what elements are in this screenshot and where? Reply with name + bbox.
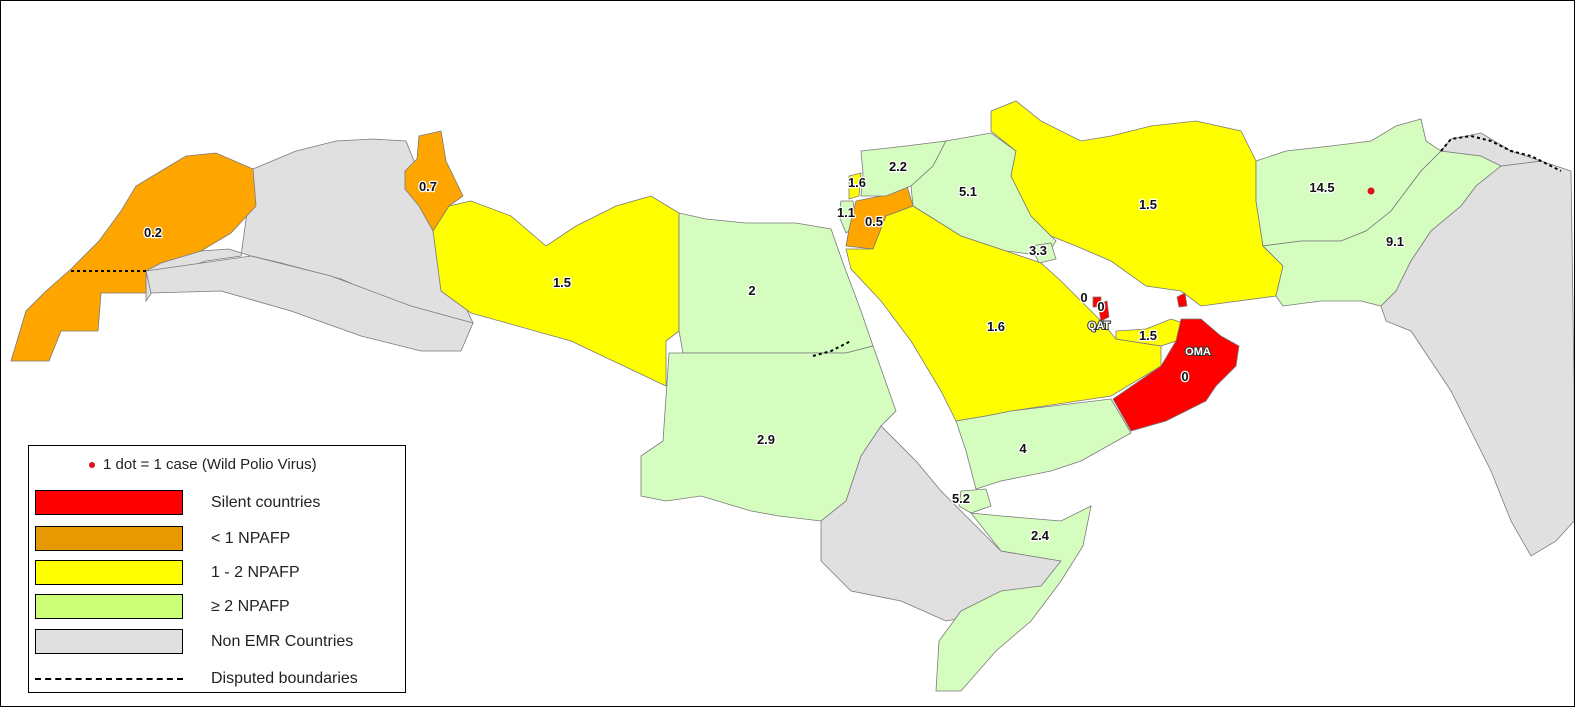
label-tunisia: 0.7: [419, 179, 437, 194]
label-pakistan: 9.1: [1386, 234, 1404, 249]
region-oman-musandam: [1176, 292, 1188, 308]
label-jordan: 0.5: [865, 214, 883, 229]
region-libya: [432, 195, 680, 387]
region-algeria-south: [145, 255, 474, 352]
label-oman-value: 0: [1181, 369, 1188, 384]
map-legend: 1 dot = 1 case (Wild Polio Virus) Silent…: [28, 445, 406, 693]
label-palestine: 1.1: [837, 205, 855, 220]
label-qatar-code: QAT: [1088, 320, 1111, 332]
label-yemen: 4: [1019, 441, 1027, 456]
label-afghanistan: 14.5: [1309, 180, 1334, 195]
legend-item-disputed: Disputed boundaries: [35, 670, 358, 688]
legend-label-lt1: < 1 NPAFP: [211, 529, 291, 547]
legend-label-ge2: ≥ 2 NPAFP: [211, 597, 290, 615]
legend-swatch-ge2: [35, 594, 183, 619]
region-sudan: [640, 345, 897, 522]
legend-label-silent: Silent countries: [211, 493, 321, 511]
legend-item-silent: Silent countries: [35, 490, 320, 515]
label-saudi: 1.6: [987, 319, 1005, 334]
region-somalia: [935, 505, 1092, 692]
label-egypt: 2: [748, 283, 755, 298]
legend-dot-row: 1 dot = 1 case (Wild Polio Virus): [89, 456, 317, 473]
label-bahrain: 0: [1080, 290, 1087, 305]
label-libya: 1.5: [553, 275, 571, 290]
legend-item-lt1: < 1 NPAFP: [35, 526, 290, 551]
legend-dot-icon: [89, 461, 95, 468]
legend-item-1to2: 1 - 2 NPAFP: [35, 560, 300, 585]
legend-item-nonemr: Non EMR Countries: [35, 629, 353, 654]
legend-item-ge2: ≥ 2 NPAFP: [35, 594, 290, 619]
label-syria: 2.2: [889, 159, 907, 174]
label-kuwait: 3.3: [1029, 243, 1047, 258]
label-morocco: 0.2: [144, 225, 162, 240]
label-oman-code: OMA: [1185, 346, 1211, 358]
region-kuwait: [1030, 242, 1057, 264]
label-djibouti: 5.2: [952, 491, 970, 506]
label-sudan: 2.9: [757, 432, 775, 447]
label-iraq: 5.1: [959, 184, 977, 199]
region-egypt: [678, 212, 874, 354]
region-lebanon: [848, 172, 862, 200]
label-uae: 1.5: [1139, 328, 1157, 343]
legend-label-1to2: 1 - 2 NPAFP: [211, 563, 300, 581]
region-morocco: [10, 152, 257, 362]
region-india: [1380, 160, 1574, 557]
label-somalia: 2.4: [1031, 528, 1050, 543]
legend-swatch-1to2: [35, 560, 183, 585]
region-qatar: [1097, 300, 1110, 322]
wpv-case-dot: [1367, 187, 1375, 195]
region-oman: [1112, 318, 1240, 432]
legend-swatch-nonemr: [35, 629, 183, 654]
legend-label-disputed: Disputed boundaries: [211, 670, 358, 687]
legend-swatch-disputed: [35, 678, 183, 680]
disputed-boundary-halaib: [812, 340, 852, 357]
disputed-boundary-kashmir: [1440, 134, 1562, 172]
region-djibouti: [958, 488, 992, 514]
label-lebanon: 1.6: [848, 175, 866, 190]
legend-swatch-lt1: [35, 526, 183, 551]
legend-swatch-silent: [35, 490, 183, 515]
legend-label-nonemr: Non EMR Countries: [211, 632, 354, 650]
legend-dot-label: 1 dot = 1 case (Wild Polio Virus): [103, 456, 317, 473]
label-iran: 1.5: [1139, 197, 1157, 212]
label-qatar-value: 0: [1097, 299, 1104, 314]
region-yemen: [955, 398, 1132, 490]
